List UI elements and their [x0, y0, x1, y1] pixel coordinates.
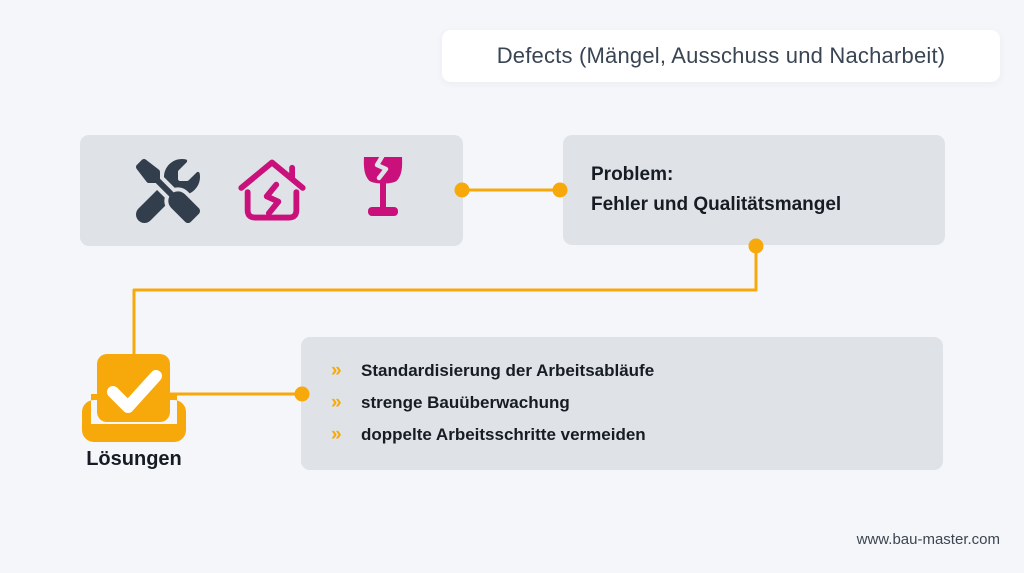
chevron-bullet-icon: »: [331, 360, 342, 381]
problem-text: Fehler und Qualitätsmangel: [591, 194, 842, 215]
list-item: » strenge Bauüberwachung: [331, 387, 923, 419]
problem-panel: Problem: Fehler und Qualitätsmangel: [563, 135, 945, 245]
cracked-house-icon: [238, 159, 306, 221]
footer-website: www.bau-master.com: [856, 531, 1000, 548]
page-title: Defects (Mängel, Ausschuss und Nacharbei…: [496, 43, 946, 68]
chevron-bullet-icon: »: [331, 392, 342, 413]
title-card: Defects (Mängel, Ausschuss und Nacharbei…: [442, 30, 1000, 82]
defect-icons-panel: [80, 135, 463, 246]
solutions-panel: » Standardisierung der Arbeitsabläufe » …: [301, 337, 943, 470]
solution-text: doppelte Arbeitsschritte vermeiden: [361, 425, 646, 444]
broken-glass-icon: [363, 155, 403, 216]
solution-text: strenge Bauüberwachung: [361, 393, 570, 412]
solutions-label: Lösungen: [86, 448, 182, 470]
list-item: » doppelte Arbeitsschritte vermeiden: [331, 419, 923, 451]
problem-heading: Problem:: [591, 164, 674, 185]
solution-text: Standardisierung der Arbeitsabläufe: [361, 361, 655, 380]
chevron-bullet-icon: »: [331, 424, 342, 445]
checkbox-ballot-icon: [80, 352, 188, 449]
list-item: » Standardisierung der Arbeitsabläufe: [331, 355, 923, 387]
screwdriver-wrench-icon: [136, 159, 200, 223]
